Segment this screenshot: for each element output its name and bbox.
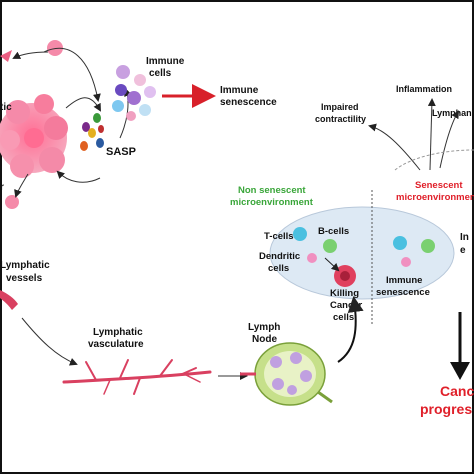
t-cells-label: T-cells	[264, 231, 294, 242]
lymphatic-vessels-label-2: vessels	[6, 273, 43, 284]
sasp-label: SASP	[106, 146, 136, 158]
non-senescent-label-2: microenvironment	[230, 197, 314, 208]
arrow-head	[450, 362, 470, 380]
arrow	[427, 98, 436, 171]
cancer-progression-label: Canc	[440, 383, 474, 399]
arrow	[368, 123, 421, 171]
arrow	[324, 257, 340, 272]
lymph-node-icon	[240, 342, 333, 406]
lymph-node-label-2: Node	[252, 334, 277, 345]
tumor-label: tic	[0, 102, 12, 113]
dendritic-label: Dendritic	[259, 251, 300, 262]
immune-senescence-label: Immune	[220, 85, 259, 96]
immune-cells-label-2: cells	[149, 68, 172, 79]
immune-cells-group	[112, 65, 156, 121]
cancer-progression-label-2: progres	[420, 401, 472, 417]
arrow	[14, 173, 29, 198]
impaired-label: Impaired	[321, 102, 359, 112]
senescent-label: Senescent	[415, 180, 463, 191]
arrow	[12, 51, 49, 59]
vasculature-icon	[62, 359, 212, 395]
dashed-arc	[394, 149, 474, 171]
arrow	[65, 97, 101, 112]
b-cell-icon	[421, 239, 435, 253]
arrow	[43, 47, 101, 102]
arrow	[119, 88, 132, 139]
killing-label-2: Cancer	[330, 300, 363, 311]
killing-label-3: cells	[333, 312, 354, 323]
immune-senescence-label: Immune	[386, 275, 422, 286]
cancer-cell-icon	[47, 40, 63, 56]
b-cells-label: B-cells	[318, 226, 349, 237]
lymphatic-vessel-icon	[0, 290, 18, 310]
tumor-label-2: r	[0, 182, 4, 193]
dendritic-cell-icon	[401, 257, 411, 267]
tumor-cluster	[0, 94, 68, 178]
arrow	[56, 170, 101, 183]
sasp-dots	[80, 113, 104, 151]
dendritic-cell-icon	[307, 253, 317, 263]
inflammation-label: Inflammation	[396, 84, 452, 94]
immune-senescence-label-2: senescence	[220, 97, 277, 108]
non-senescent-label: Non senescent	[238, 185, 306, 196]
immune-cells-label: Immune	[146, 56, 185, 67]
b-cell-icon	[323, 239, 337, 253]
arrow	[337, 296, 364, 363]
lymph-node-label: Lymph	[248, 322, 280, 333]
right-label-2: e	[460, 245, 466, 256]
arrow	[439, 110, 460, 169]
dendritic-label-2: cells	[268, 263, 289, 274]
lymphatic-vasculature-label-2: vasculature	[88, 339, 144, 350]
arrow	[21, 317, 78, 366]
lymphatic-vessels-label: Lymphatic	[0, 260, 50, 271]
cancer-cell-icon	[5, 195, 19, 209]
killing-label: Killing	[330, 288, 359, 299]
right-label: In	[460, 232, 469, 243]
senescent-label-2: microenvironmen	[396, 192, 474, 203]
t-cell-icon	[393, 236, 407, 250]
cell-fragment-icon	[0, 50, 12, 62]
immune-senescence-label-2: senescence	[376, 287, 430, 298]
t-cell-icon	[293, 227, 307, 241]
impaired-label-2: contractility	[315, 114, 366, 124]
lymphan-label: Lymphan	[432, 108, 472, 118]
cancer-nucleus-icon	[340, 271, 350, 281]
lymphatic-vasculature-label: Lymphatic	[93, 327, 143, 338]
